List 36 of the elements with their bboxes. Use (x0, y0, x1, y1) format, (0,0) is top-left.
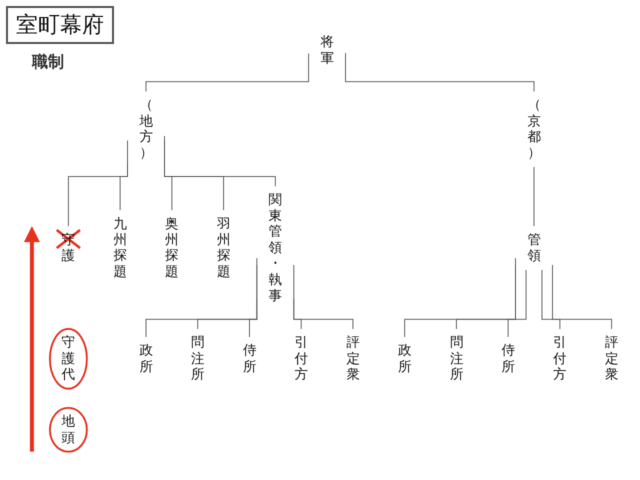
connector (293, 264, 354, 330)
node-text: 問注所 (450, 334, 464, 382)
connector (542, 269, 560, 330)
node-text: （地方） (139, 97, 153, 161)
node-text: 政所 (398, 342, 412, 374)
connector (404, 258, 516, 338)
connector (345, 52, 534, 92)
connector (249, 298, 258, 338)
node-text: 問注所 (191, 334, 204, 382)
node-text: 評定衆 (604, 334, 618, 382)
node-text: （京都） (527, 97, 541, 161)
node-text: 奥州探題 (165, 216, 179, 280)
connector (120, 162, 128, 211)
connector (164, 136, 276, 187)
node-text: 九州探題 (113, 216, 127, 280)
node-text: 管領 (527, 232, 541, 264)
connector (68, 140, 128, 227)
connector (456, 264, 516, 330)
connector (146, 258, 258, 338)
node-text: 侍所 (501, 342, 515, 374)
connector (197, 264, 258, 330)
node-text: 羽州探題 (216, 216, 230, 280)
node-text: 引付方 (294, 334, 308, 382)
title: 室町幕府 (6, 6, 114, 44)
node-box: 守護代 (49, 328, 88, 390)
connector (146, 53, 310, 92)
node-text: 評定衆 (346, 334, 360, 382)
node-box: 地頭 (49, 406, 88, 453)
connector (508, 269, 527, 338)
node-text: 政所 (139, 342, 153, 374)
connector (552, 264, 612, 330)
subtitle-label: 職制 (32, 52, 64, 73)
node-text: 将軍 (320, 34, 334, 66)
node-text: 侍所 (242, 342, 256, 374)
node-text: 関東管領・執事 (268, 192, 282, 304)
node-text: 引付方 (553, 334, 567, 382)
